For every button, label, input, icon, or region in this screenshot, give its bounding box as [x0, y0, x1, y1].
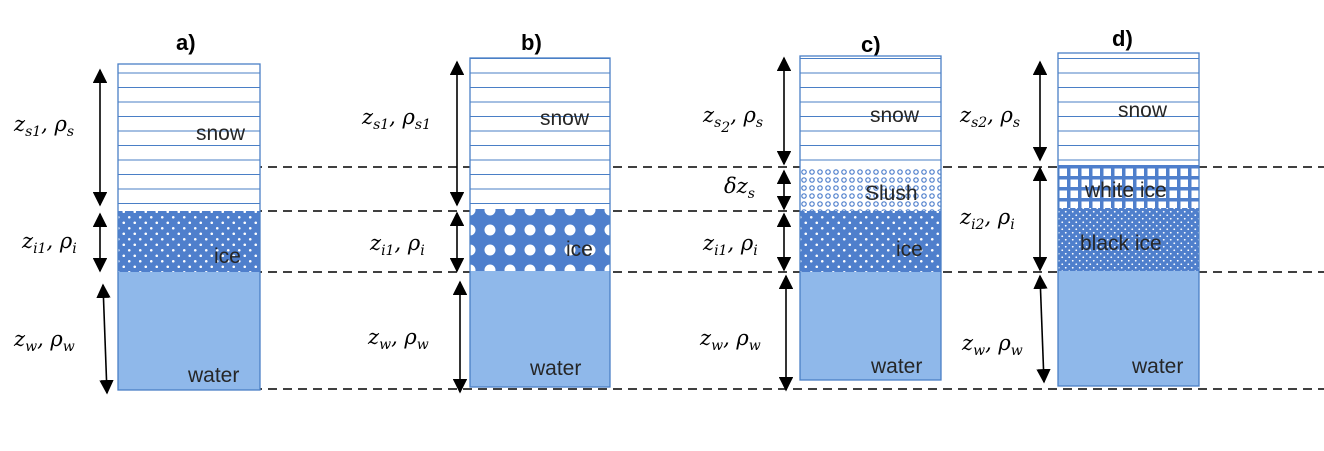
water-var-label-c: zw, ρw: [699, 326, 761, 354]
snow-label-d: snow: [1118, 99, 1168, 122]
snow-layer-d: [1058, 53, 1199, 165]
ice-var-label-c: zi1, ρi: [702, 231, 758, 259]
water-var-label-a: zw, ρw: [13, 327, 75, 355]
snow-layer-c: [800, 56, 941, 168]
ice-label-c: ice: [896, 238, 923, 261]
water-thickness-arrow-a: [96, 283, 114, 395]
water-var-label-d: zw, ρw: [961, 331, 1023, 359]
water-layer-d: [1058, 271, 1199, 386]
ice-layer-c: [800, 211, 941, 272]
column-outline-c: [799, 55, 942, 381]
slush-layer-c: [800, 168, 941, 211]
ice-label-b: ice: [566, 238, 593, 261]
slush-label-c: Slush: [865, 182, 918, 205]
ice-layer-b: [470, 209, 610, 271]
column-outline-b: [469, 57, 611, 388]
ice-var-label-a: zi1, ρi: [21, 229, 77, 257]
panel-title-c: c): [861, 32, 881, 57]
water-layer-b: [470, 271, 610, 387]
snow-label-b: snow: [540, 107, 590, 130]
ice-var-label-d: zi2, ρi: [959, 205, 1015, 233]
ice-var-label-b: zi1, ρi: [369, 231, 425, 259]
ice-label-a: ice: [214, 245, 241, 268]
column-outline-a: [117, 63, 261, 391]
water-thickness-arrow-d: [1033, 274, 1051, 384]
white-ice-layer-d: [1058, 165, 1199, 208]
snow-layer-a: [118, 64, 260, 211]
column-outline-d: [1057, 52, 1200, 387]
snow-layer-b: [470, 58, 610, 209]
panel-d: d) snow white ice black ice water zs2, ρ…: [959, 26, 1200, 387]
panel-c: c) snow Slush ice water zs2, ρs δzs zi1,…: [699, 32, 942, 392]
water-var-label-b: zw, ρw: [367, 325, 429, 353]
black-ice-label-d: black ice: [1080, 232, 1162, 255]
panel-title-a: a): [176, 30, 196, 55]
water-label-c: water: [870, 355, 922, 378]
panel-a: a) snow ice water zs1, ρs zi1, ρi zw, ρw: [13, 30, 261, 395]
water-label-d: water: [1131, 355, 1183, 378]
water-label-b: water: [529, 357, 581, 380]
panel-title-d: d): [1112, 26, 1133, 51]
water-layer-a: [118, 272, 260, 390]
water-label-a: water: [187, 364, 239, 387]
snow-var-label-a: zs1, ρs: [13, 112, 74, 140]
white-ice-label-d: white ice: [1084, 179, 1167, 202]
black-ice-layer-d: [1058, 208, 1199, 271]
snow-label-a: snow: [196, 122, 246, 145]
ice-layer-a: [118, 211, 260, 272]
snow-var-label-b: zs1, ρs1: [361, 105, 431, 133]
panel-title-b: b): [521, 30, 542, 55]
snow-label-c: snow: [870, 104, 920, 127]
panel-b: b) snow ice water zs1, ρs1 zi1, ρi zw, ρ…: [361, 30, 611, 394]
water-layer-c: [800, 272, 941, 380]
slush-var-label-c: δzs: [724, 174, 755, 202]
snow-var-label-c: zs2, ρs: [702, 103, 763, 136]
snow-var-label-d: zs2, ρs: [959, 103, 1020, 131]
